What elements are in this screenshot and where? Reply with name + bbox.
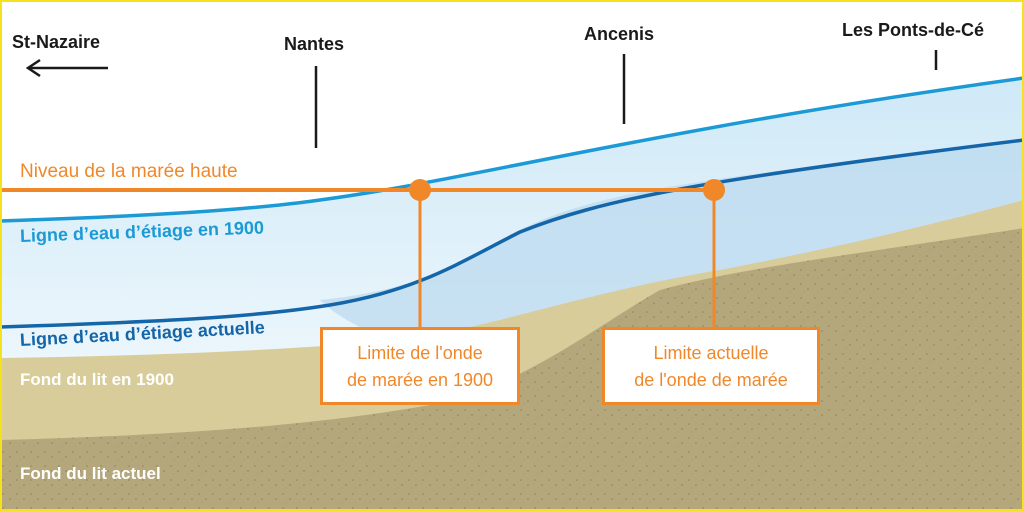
limit-1900-line2: de marée en 1900 <box>346 370 494 390</box>
limit-1900-box: Limite de l'onde de marée en 1900 <box>320 327 520 405</box>
limit-1900-line1: Limite de l'onde <box>357 343 483 363</box>
town-ancenis: Ancenis <box>584 24 655 44</box>
town-st-nazaire: St-Nazaire <box>12 32 101 52</box>
limit-current-marker <box>703 179 725 201</box>
bed-1900-label: Fond du lit en 1900 <box>20 370 174 389</box>
high-tide-label: Niveau de la marée haute <box>20 161 238 182</box>
town-nantes: Nantes <box>284 34 345 54</box>
limit-1900-marker <box>409 179 431 201</box>
limit-current-line2: de l'onde de marée <box>634 370 788 390</box>
bed-current-label: Fond du lit actuel <box>20 464 161 483</box>
downstream-arrow-icon <box>25 58 108 78</box>
water-area-current <box>320 140 1024 355</box>
limit-current-line1: Limite actuelle <box>653 343 769 363</box>
limit-current-box: Limite actuelle de l'onde de marée <box>602 327 820 405</box>
bed-texture <box>0 228 1024 511</box>
water-line-current <box>0 138 1024 329</box>
water-area-1900 <box>0 78 1024 380</box>
town-ponts-de-ce: Les Ponts-de-Cé <box>842 20 985 40</box>
